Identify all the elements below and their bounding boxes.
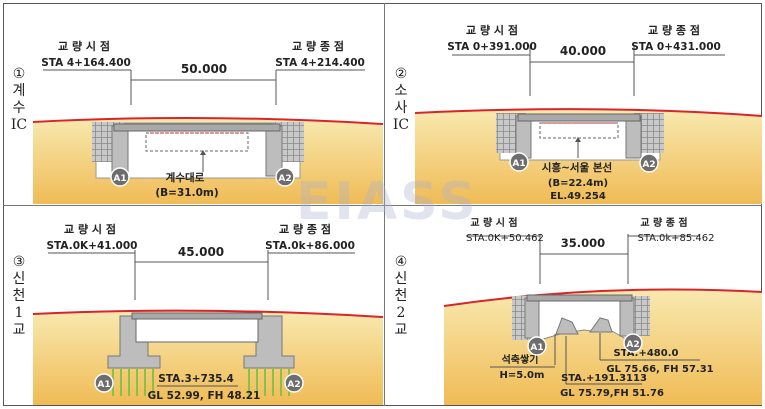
station-b: STA.+191.3113 (561, 373, 647, 384)
wall-name: 석축쌓기 (502, 353, 539, 366)
panel-2-diagram: 교 량 시 점 STA 0+391.000 교 량 종 점 STA 0+431.… (414, 23, 763, 204)
station-a: STA.+480.0 (614, 348, 679, 359)
wall-height: H=5.0m (500, 370, 545, 381)
panel-1-diagram: 교 량 시 점 STA 4+164.400 교 량 종 점 STA 4+214.… (32, 39, 384, 204)
ground-line (414, 108, 763, 117)
abutment-a2 (265, 125, 283, 177)
bridge-deck (131, 312, 263, 320)
abutment-a2 (619, 297, 635, 337)
a2-badge (623, 333, 643, 353)
panel-3-diagram: 교 량 시 점 STA.0K+41.000 교 량 종 점 STA.0k+86.… (32, 222, 384, 405)
start-title: 교 량 시 점 (470, 217, 517, 229)
span-length: 45.000 (178, 245, 224, 259)
start-station: STA 0+391.000 (447, 41, 537, 53)
span-length: 35.000 (561, 236, 605, 250)
road-width: (B=31.0m) (155, 187, 218, 199)
ground-a: GL 75.66, FH 57.31 (606, 364, 713, 375)
road-width: (B=22.4m) (548, 178, 608, 189)
start-station: STA.0K+41.000 (47, 240, 138, 252)
station: STA.3+735.4 (158, 373, 234, 385)
figure-frame (3, 3, 762, 406)
a2-badge-label: A2 (642, 160, 655, 170)
bridge-deck (526, 294, 633, 302)
start-title: 교 량 시 점 (466, 23, 518, 37)
bridge-deck (517, 113, 641, 122)
a2-badge-label: A2 (278, 174, 291, 184)
road-clearance (539, 122, 619, 139)
a1-badge (94, 373, 114, 393)
end-title: 교 량 종 점 (279, 222, 331, 236)
a1-badge (110, 167, 130, 187)
a1-badge-label: A1 (113, 174, 126, 184)
box-opening (135, 315, 259, 343)
road-clearance (145, 132, 249, 152)
stone-wall-right (589, 317, 613, 333)
panel-4-diagram: 교 량 시 점 STA.0K+50.462 교 량 종 점 STA.0k+85.… (443, 217, 763, 405)
watermark: EIASS (296, 172, 479, 232)
a1-badge (509, 152, 529, 172)
start-station: STA 4+164.400 (41, 57, 131, 69)
ground-level: GL 52.99, FH 48.21 (148, 390, 261, 402)
horizontal-divider (3, 205, 762, 206)
end-title: 교 량 종 점 (648, 23, 700, 37)
a2-badge (284, 373, 304, 393)
road-arrow (575, 137, 581, 142)
a2-badge-label: A2 (626, 340, 639, 350)
a2-badge-label: A2 (287, 380, 300, 390)
road-name: 계수대로 (166, 171, 205, 184)
elevation: EL.49.254 (550, 191, 606, 202)
ground-line (443, 288, 763, 307)
abutment-a1 (515, 115, 532, 159)
ground-line (32, 116, 384, 125)
road-name: 시흥~서울 본선 (542, 161, 612, 174)
a2-badge (275, 167, 295, 187)
road-arrow (200, 150, 206, 155)
abutment-a1 (524, 297, 540, 339)
ground-line (32, 309, 384, 318)
end-station: STA.0k+85.462 (637, 233, 714, 244)
abutment-a2 (625, 115, 642, 159)
a2-badge (639, 153, 659, 173)
end-station: STA 0+431.000 (631, 41, 721, 53)
end-station: STA 4+214.400 (275, 57, 365, 69)
vertical-divider (384, 3, 385, 406)
end-station: STA.0k+86.000 (265, 240, 355, 252)
start-station: STA.0K+50.462 (466, 233, 544, 244)
end-title: 교 량 종 점 (292, 39, 344, 53)
start-title: 교 량 시 점 (58, 39, 110, 53)
ground-b: GL 75.79,FH 51.76 (560, 388, 664, 399)
a1-badge-label: A1 (530, 343, 543, 353)
end-title: 교 량 종 점 (640, 217, 687, 229)
span-length: 50.000 (181, 62, 227, 76)
stone-wall-left (555, 317, 579, 335)
a1-badge-label: A1 (512, 159, 525, 169)
span-length: 40.000 (560, 44, 606, 58)
start-title: 교 량 시 점 (64, 222, 116, 236)
bridge-deck (113, 123, 281, 132)
a1-badge (527, 336, 547, 356)
a1-badge-label: A1 (97, 380, 110, 390)
